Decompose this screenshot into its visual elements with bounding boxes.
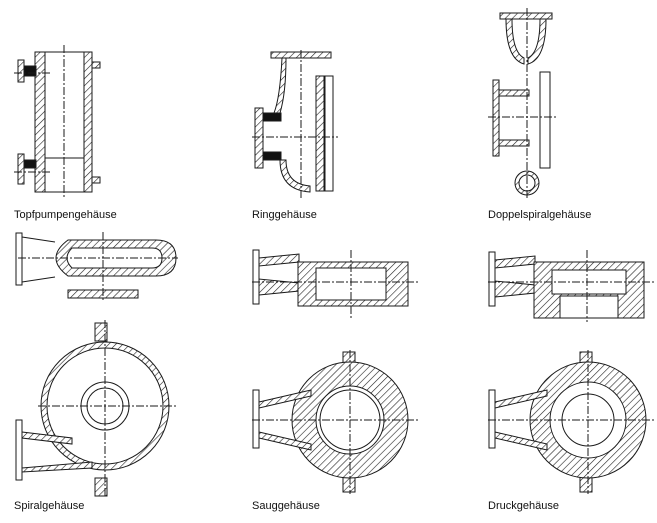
- saug-drawing: [252, 350, 418, 494]
- topfpumpe-section-drawing: [15, 232, 178, 300]
- label-sauggehaeuse: Sauggehäuse: [252, 500, 320, 512]
- doppelspiral-drawing: [488, 8, 556, 200]
- label-doppelspiralgehaeuse: Doppelspiralgehäuse: [488, 209, 592, 221]
- label-druckgehaeuse: Druckgehäuse: [488, 500, 559, 512]
- druck-drawing: [488, 350, 654, 494]
- doppelspiral-section-drawing: [488, 250, 654, 322]
- topfpumpe-drawing: [14, 45, 101, 198]
- ring-section-drawing: [252, 249, 418, 320]
- label-topfpumpengehaeuse: Topfpumpengehäuse: [14, 209, 117, 221]
- ring-drawing: [252, 50, 338, 198]
- label-ringgehaeuse: Ringgehäuse: [252, 209, 317, 221]
- spiral-drawing: [15, 320, 178, 497]
- label-spiralgehaeuse: Spiralgehäuse: [14, 500, 85, 512]
